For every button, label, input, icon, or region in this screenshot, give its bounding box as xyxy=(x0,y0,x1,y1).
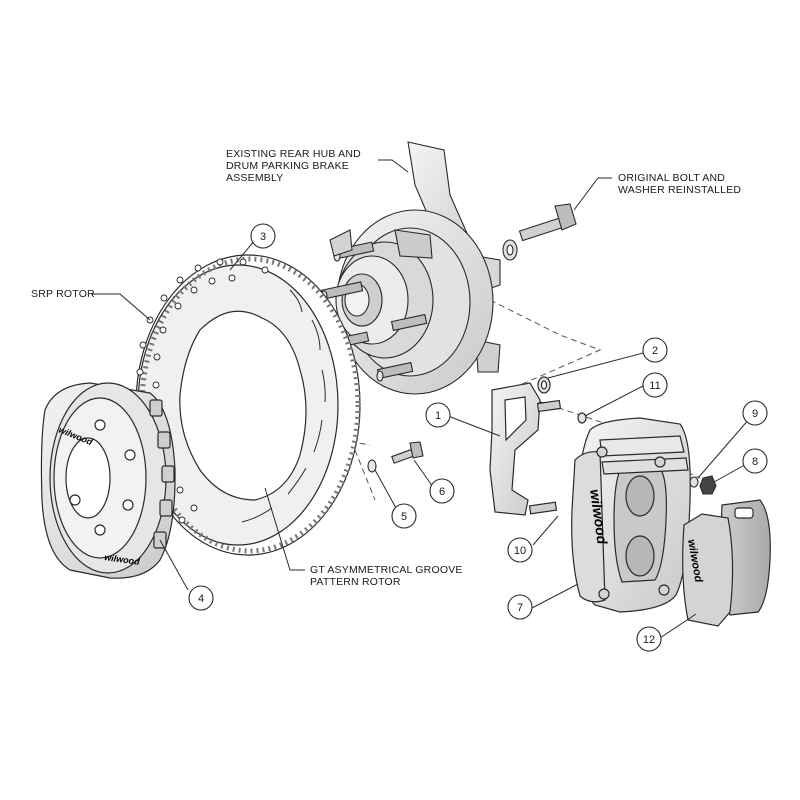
label-line: EXISTING REAR HUB AND xyxy=(226,148,361,160)
callout-number-5: 5 xyxy=(401,511,407,523)
callout-number-4: 4 xyxy=(198,593,204,605)
callout-bubbles xyxy=(188,223,768,652)
callout-numbers: 3 1 2 11 9 8 6 5 10 4 7 12 xyxy=(198,231,758,646)
brake-pads xyxy=(682,499,771,627)
label-line: ASSEMBLY xyxy=(226,172,284,184)
label-existing-rear-hub: EXISTING REAR HUB AND DRUM PARKING BRAKE… xyxy=(226,148,361,184)
label-line: WASHER REINSTALLED xyxy=(618,184,742,196)
caliper-body xyxy=(571,417,691,613)
callout-circle-7 xyxy=(507,594,533,620)
callout-circle-12 xyxy=(636,626,662,652)
leader-lines xyxy=(92,159,751,639)
callout-number-12: 12 xyxy=(643,634,655,646)
label-line: ORIGINAL BOLT AND xyxy=(618,172,726,184)
callout-number-11: 11 xyxy=(649,380,660,392)
callout-number-1: 1 xyxy=(435,410,441,422)
callout-number-9: 9 xyxy=(752,408,758,420)
callout-number-8: 8 xyxy=(752,456,758,468)
label-line: GT ASYMMETRICAL GROOVE xyxy=(310,564,463,576)
rear-hub-assembly xyxy=(320,141,501,395)
label-line: DRUM PARKING BRAKE xyxy=(226,160,350,172)
hat-brand-text-lower: wilwood xyxy=(104,552,141,567)
callout-circle-6 xyxy=(429,478,455,504)
callout-circle-11 xyxy=(642,372,668,398)
label-gt-rotor: GT ASYMMETRICAL GROOVE PATTERN ROTOR xyxy=(310,564,463,588)
label-original-bolt: ORIGINAL BOLT AND WASHER REINSTALLED xyxy=(618,172,741,196)
label-srp-rotor: SRP ROTOR xyxy=(31,288,95,300)
callout-circle-1 xyxy=(425,402,451,428)
callout-number-10: 10 xyxy=(514,545,526,557)
caliper-bracket xyxy=(489,376,587,516)
callout-number-6: 6 xyxy=(439,486,445,498)
rotor-bolt-and-washer xyxy=(367,441,424,473)
srp-rotor-hat xyxy=(40,382,176,579)
callout-number-3: 3 xyxy=(260,231,266,243)
callout-circle-3 xyxy=(250,223,276,249)
callout-number-2: 2 xyxy=(652,345,658,357)
callout-number-7: 7 xyxy=(517,602,523,614)
callout-circle-9 xyxy=(742,400,768,426)
caliper-brand-text: wilwood xyxy=(587,488,611,545)
label-line: PATTERN ROTOR xyxy=(310,576,401,588)
original-bolt-and-washer xyxy=(502,203,577,261)
label-line: SRP ROTOR xyxy=(31,288,95,300)
gt-rotor xyxy=(135,254,361,556)
callout-circle-10 xyxy=(507,537,533,563)
callout-circle-2 xyxy=(642,337,668,363)
bridge-nut-and-washer xyxy=(689,475,717,495)
callout-circle-4 xyxy=(188,585,214,611)
callout-circle-8 xyxy=(742,448,768,474)
callout-circle-5 xyxy=(391,503,417,529)
